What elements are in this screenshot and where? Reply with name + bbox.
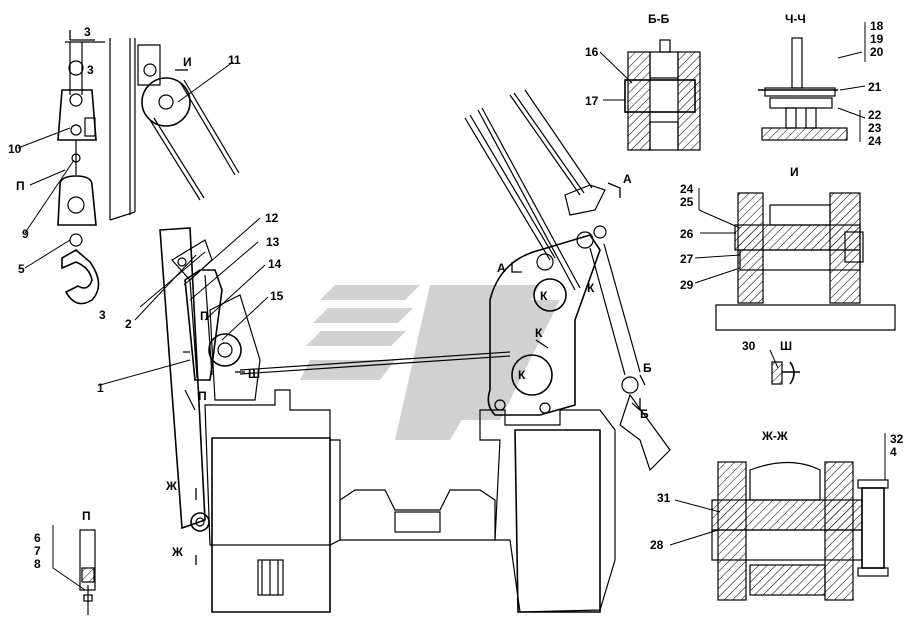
part-number: 3	[84, 25, 91, 39]
part-number: 1	[97, 381, 104, 395]
part-number: 5	[18, 262, 25, 276]
marker-b: Б	[640, 407, 649, 421]
part-number: 21	[868, 80, 882, 94]
marker-a: А	[623, 172, 632, 186]
machine-body	[204, 389, 616, 613]
watermark-logo	[300, 285, 560, 440]
section-arrows	[69, 30, 646, 565]
section-title-i: И	[790, 165, 799, 179]
marker-k: К	[518, 368, 526, 382]
part-number: 11	[228, 53, 241, 67]
part-number: 20	[870, 45, 884, 59]
part-number: 6	[34, 531, 41, 545]
part-number: 2	[125, 317, 132, 331]
marker-k: К	[535, 326, 543, 340]
part-number: 4	[890, 445, 897, 459]
rope	[239, 351, 511, 371]
part-numbers: 3 3 10 9 5 11 1 2 3 12 13 14 15 16 17 18…	[8, 19, 904, 571]
leader-lines	[17, 22, 886, 591]
section-title-zhzh: Ж-Ж	[761, 429, 788, 443]
section-bb	[624, 39, 701, 151]
part-number: 16	[585, 45, 599, 59]
view-markers: И П П П Ш Ж Ж А А Б Б К К К К	[16, 55, 652, 559]
part-number: 3	[99, 308, 106, 322]
part-number: 12	[265, 211, 279, 225]
marker-b: Б	[643, 361, 652, 375]
part-number: 28	[650, 538, 664, 552]
part-number: 18	[870, 19, 884, 33]
part-number: 24	[680, 182, 694, 196]
marker-k: К	[587, 281, 595, 295]
marker-p: П	[200, 309, 209, 323]
marker-a: А	[497, 261, 506, 275]
part-number: 15	[270, 289, 284, 303]
part-number: 23	[868, 121, 882, 135]
part-number: 25	[680, 195, 694, 209]
marker-k: К	[540, 289, 548, 303]
part-number: 10	[8, 142, 22, 156]
part-number: 13	[266, 235, 280, 249]
section-title-chch: Ч-Ч	[785, 12, 806, 26]
detail-p	[79, 529, 96, 615]
part-number: 9	[22, 227, 29, 241]
part-number: 8	[34, 557, 41, 571]
part-number: 22	[868, 108, 882, 122]
right-arm	[464, 89, 671, 472]
part-number: 26	[680, 227, 694, 241]
marker-p: П	[198, 389, 207, 403]
section-title-p: П	[82, 509, 91, 523]
part-number: 19	[870, 32, 884, 46]
part-number: 7	[34, 544, 41, 558]
marker-sh: Ш	[248, 367, 260, 381]
part-number: 27	[680, 252, 694, 266]
detail-sh	[771, 361, 800, 385]
part-number: 24	[868, 134, 882, 148]
marker-i: И	[183, 55, 192, 69]
section-i	[715, 192, 896, 331]
marker-zh: Ж	[171, 545, 183, 559]
part-number: 17	[585, 94, 599, 108]
pulley-detail	[137, 44, 240, 201]
section-chch	[758, 37, 848, 141]
marker-zh: Ж	[165, 479, 177, 493]
section-title-sh: Ш	[780, 339, 792, 353]
section-titles: Б-Б Ч-Ч И Ж-Ж П Ш	[82, 12, 806, 523]
marker-p: П	[16, 179, 25, 193]
section-zhzh	[711, 461, 889, 601]
hook-block	[57, 38, 136, 305]
part-number: 3	[87, 63, 94, 77]
part-number: 14	[268, 257, 282, 271]
part-number: 31	[657, 491, 671, 505]
part-number: 29	[680, 278, 694, 292]
section-title-bb: Б-Б	[648, 12, 670, 26]
part-number: 30	[742, 339, 756, 353]
part-number: 32	[890, 432, 904, 446]
